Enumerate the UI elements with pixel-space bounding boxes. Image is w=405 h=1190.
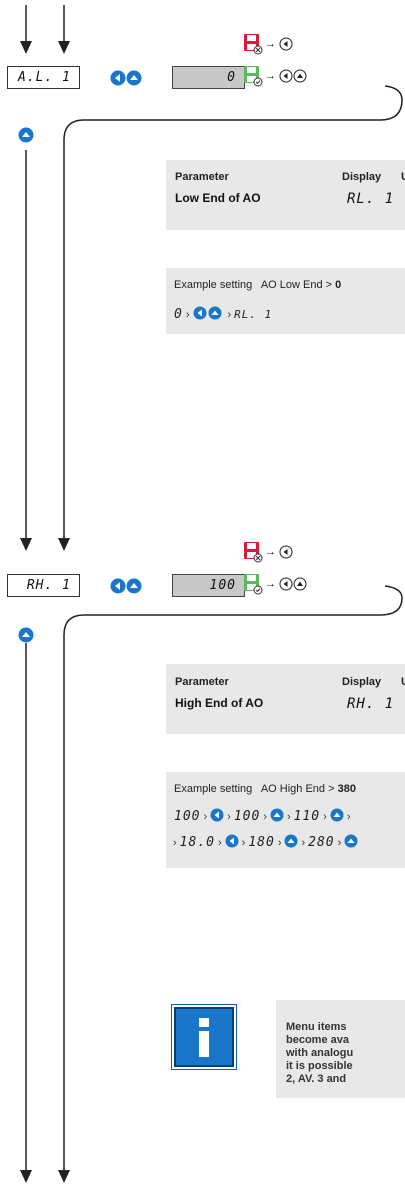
col-display: Display xyxy=(342,676,382,688)
left-up-buttons xyxy=(193,306,221,320)
example-sequence: 0››RL. 1 xyxy=(174,306,273,322)
arrow-right-icon: → xyxy=(265,578,276,590)
seq-value: 0 xyxy=(174,307,183,322)
seq-value: 280 xyxy=(308,835,335,850)
menu-display: A.L. 1 xyxy=(7,66,80,89)
save-confirm-icon[interactable] xyxy=(243,573,263,600)
example-setting: AO High End > xyxy=(260,783,335,795)
seq-value: 100 xyxy=(174,809,201,824)
left-arrow-icon[interactable] xyxy=(279,37,293,56)
seq-value: 100 xyxy=(233,809,261,824)
row-parameter-name: High End of AO xyxy=(175,696,264,710)
example-panel: Example setting AO High End > 380 100››1… xyxy=(166,772,405,868)
example-sequence-line1: 100››100››110›› xyxy=(174,808,351,824)
save-cancel-icon[interactable] xyxy=(243,541,263,568)
save-confirm-icon[interactable] xyxy=(243,65,263,92)
left-up-buttons[interactable] xyxy=(109,70,145,91)
left-button-icon xyxy=(225,834,239,848)
example-label: Example setting AO High End > 380 xyxy=(174,783,356,795)
seq-value: 110 xyxy=(293,809,321,824)
col-parameter: Parameter xyxy=(175,676,229,688)
example-label: Example setting AO Low End > 0 xyxy=(174,279,341,291)
example-sequence-line2: ›18.0››180››280› xyxy=(170,834,358,850)
left-up-circle-icons[interactable] xyxy=(279,69,309,88)
left-button-icon xyxy=(210,808,224,822)
up-arrow-icon[interactable] xyxy=(18,627,34,648)
arrow-right-icon: → xyxy=(265,70,276,82)
value-display: 100 xyxy=(172,574,245,597)
left-up-buttons[interactable] xyxy=(109,578,145,599)
example-panel: Example setting AO Low End > 0 0››RL. 1 xyxy=(166,268,405,334)
row-display-value: RH. 1 xyxy=(347,696,395,712)
example-label-text: Example setting xyxy=(174,783,253,795)
note-panel: Menu items become ava with analogu it is… xyxy=(276,1000,405,1098)
arrow-right-icon: → xyxy=(265,38,276,50)
seq-result: RL. 1 xyxy=(234,308,273,321)
example-setting: AO Low End > xyxy=(260,279,333,291)
parameter-table: Parameter Display U Low End of AO RL. 1 xyxy=(166,160,405,230)
seq-value: 18.0 xyxy=(179,835,215,850)
arrow-right-icon: → xyxy=(265,546,276,558)
example-value: 0 xyxy=(335,279,342,291)
value-display: 0 xyxy=(172,66,245,89)
col-unit: U xyxy=(401,676,405,688)
parameter-table: Parameter Display U High End of AO RH. 1 xyxy=(166,664,405,734)
example-value: 380 xyxy=(337,783,356,795)
up-arrow-icon[interactable] xyxy=(18,127,34,148)
menu-display: RH. 1 xyxy=(7,574,80,597)
up-button-icon xyxy=(270,808,284,822)
col-display: Display xyxy=(342,171,382,183)
left-arrow-icon[interactable] xyxy=(279,545,293,564)
left-up-circle-icons[interactable] xyxy=(279,577,309,596)
note-text: Menu items become ava with analogu it is… xyxy=(286,1021,354,1085)
col-parameter: Parameter xyxy=(175,171,229,183)
seq-value: 180 xyxy=(248,835,275,850)
row-display-value: RL. 1 xyxy=(347,191,395,207)
up-button-icon xyxy=(284,834,298,848)
up-button-icon xyxy=(330,808,344,822)
up-button-icon xyxy=(344,834,358,848)
info-icon xyxy=(171,1004,237,1075)
save-cancel-icon[interactable] xyxy=(243,33,263,60)
example-label-text: Example setting xyxy=(174,279,253,291)
row-parameter-name: Low End of AO xyxy=(175,191,261,205)
col-unit: U xyxy=(401,171,405,183)
